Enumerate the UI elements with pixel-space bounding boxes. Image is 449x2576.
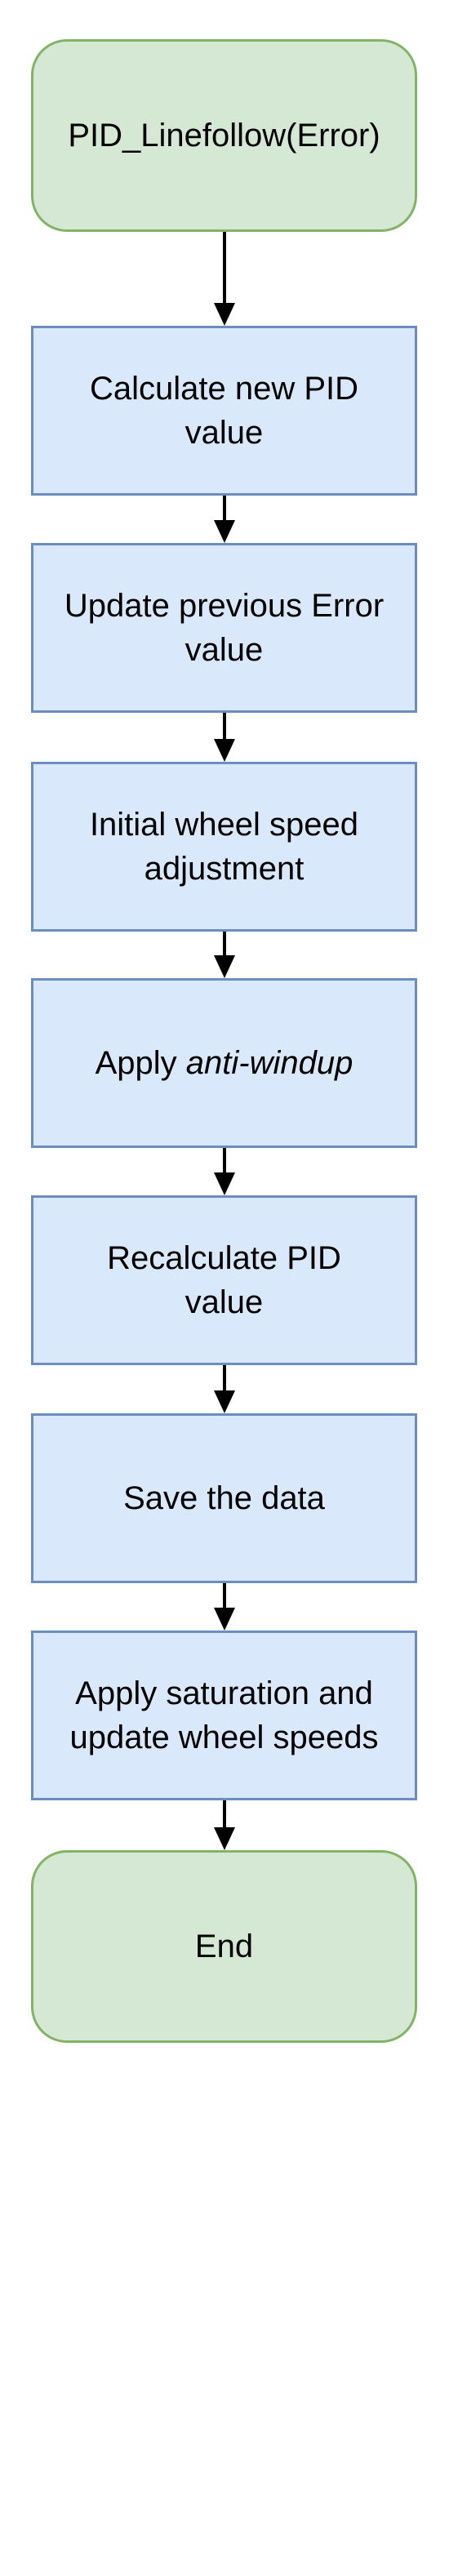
node-label-line: value: [184, 632, 264, 668]
node-label: PID_Linefollow(Error): [68, 113, 380, 158]
node-label-line: PID_Linefollow(Error): [68, 118, 380, 153]
arrow-calc-pid-to-update-error: [214, 496, 235, 543]
node-label-line: Update previous Error: [64, 588, 385, 624]
arrow-head: [214, 1608, 235, 1631]
process-node-update-error: Update previous Error value: [31, 543, 417, 713]
node-label-line: Initial wheel speed: [89, 807, 359, 843]
process-node-calc-pid: Calculate new PID value: [31, 326, 417, 496]
arrow-save-data-to-saturation: [214, 1583, 235, 1631]
node-label: Save the data: [123, 1476, 325, 1520]
node-label-line: Apply saturation and: [75, 1675, 373, 1711]
node-label-line: Calculate new PID: [89, 371, 359, 407]
node-label: Calculate new PID value: [90, 367, 358, 455]
process-node-anti-windup: Apply anti-windup: [31, 978, 417, 1148]
arrow-head: [214, 1172, 235, 1195]
node-label: Apply saturation and update wheel speeds: [69, 1671, 378, 1760]
node-label-line: adjustment: [144, 851, 305, 887]
process-node-recalc-pid: Recalculate PID value: [31, 1195, 417, 1365]
node-label-line: value: [184, 1284, 264, 1320]
process-node-saturation: Apply saturation and update wheel speeds: [31, 1631, 417, 1800]
process-node-initial-speed: Initial wheel speed adjustment: [31, 762, 417, 932]
node-label: Apply anti-windup: [96, 1041, 353, 1085]
arrow-head: [214, 1390, 235, 1413]
node-label-line: End: [194, 1929, 254, 1964]
node-label: Initial wheel speed adjustment: [90, 803, 358, 891]
arrow-anti-windup-to-recalc-pid: [214, 1148, 235, 1195]
arrow-update-error-to-initial-speed: [214, 713, 235, 762]
node-label-line: value: [184, 415, 264, 451]
terminal-node-end: End: [31, 1850, 417, 2043]
node-label-line: Save the data: [123, 1480, 325, 1516]
arrow-saturation-to-end: [214, 1800, 235, 1850]
arrow-initial-speed-to-anti-windup: [214, 932, 235, 978]
arrow-head: [214, 955, 235, 978]
node-label-line: update wheel speeds: [69, 1720, 379, 1755]
node-label: End: [195, 1924, 253, 1969]
arrow-start-to-calc-pid: [214, 232, 235, 326]
node-label: Update previous Error value: [64, 584, 384, 672]
arrow-head: [214, 739, 235, 762]
terminal-node-start: PID_Linefollow(Error): [31, 39, 417, 232]
process-node-save-data: Save the data: [31, 1413, 417, 1583]
arrow-head: [214, 303, 235, 326]
arrow-head: [214, 1827, 235, 1850]
node-label-prefix: Apply: [95, 1045, 186, 1081]
arrow-head: [214, 520, 235, 543]
node-label: Recalculate PID value: [107, 1236, 341, 1324]
node-label-emphasis: anti-windup: [185, 1045, 353, 1081]
arrow-recalc-pid-to-save-data: [214, 1365, 235, 1413]
node-label-line: Recalculate PID: [107, 1240, 341, 1276]
